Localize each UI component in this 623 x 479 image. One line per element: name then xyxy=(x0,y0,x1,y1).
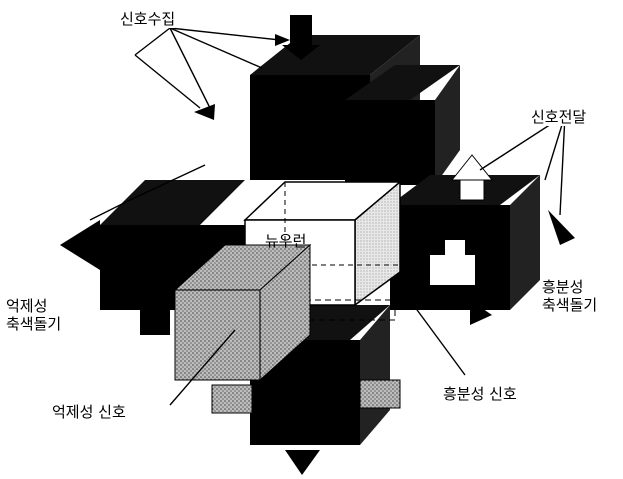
signal-transmission-label: 신호전달 xyxy=(531,108,587,126)
neuron-label: 뉴우런 xyxy=(265,232,307,250)
top-right-block xyxy=(345,65,460,185)
inhibitory-dendrite-label: 억제성 축색돌기 xyxy=(6,297,62,333)
excitatory-signal-label: 흥분성 신호 xyxy=(443,385,517,403)
inhibitory-signal-leader xyxy=(169,329,236,406)
excitatory-dendrite-label: 흥분성 축색돌기 xyxy=(542,278,598,314)
excitatory-signal-leader xyxy=(394,279,466,376)
right-block xyxy=(390,154,540,325)
inhibitory-signal-label: 억제성 신호 xyxy=(52,403,126,421)
inhibitory-cube xyxy=(173,243,312,382)
left-block xyxy=(60,180,245,335)
signal-collection-leaders xyxy=(134,27,281,109)
signal-collection-label: 신호수집 xyxy=(120,10,176,28)
